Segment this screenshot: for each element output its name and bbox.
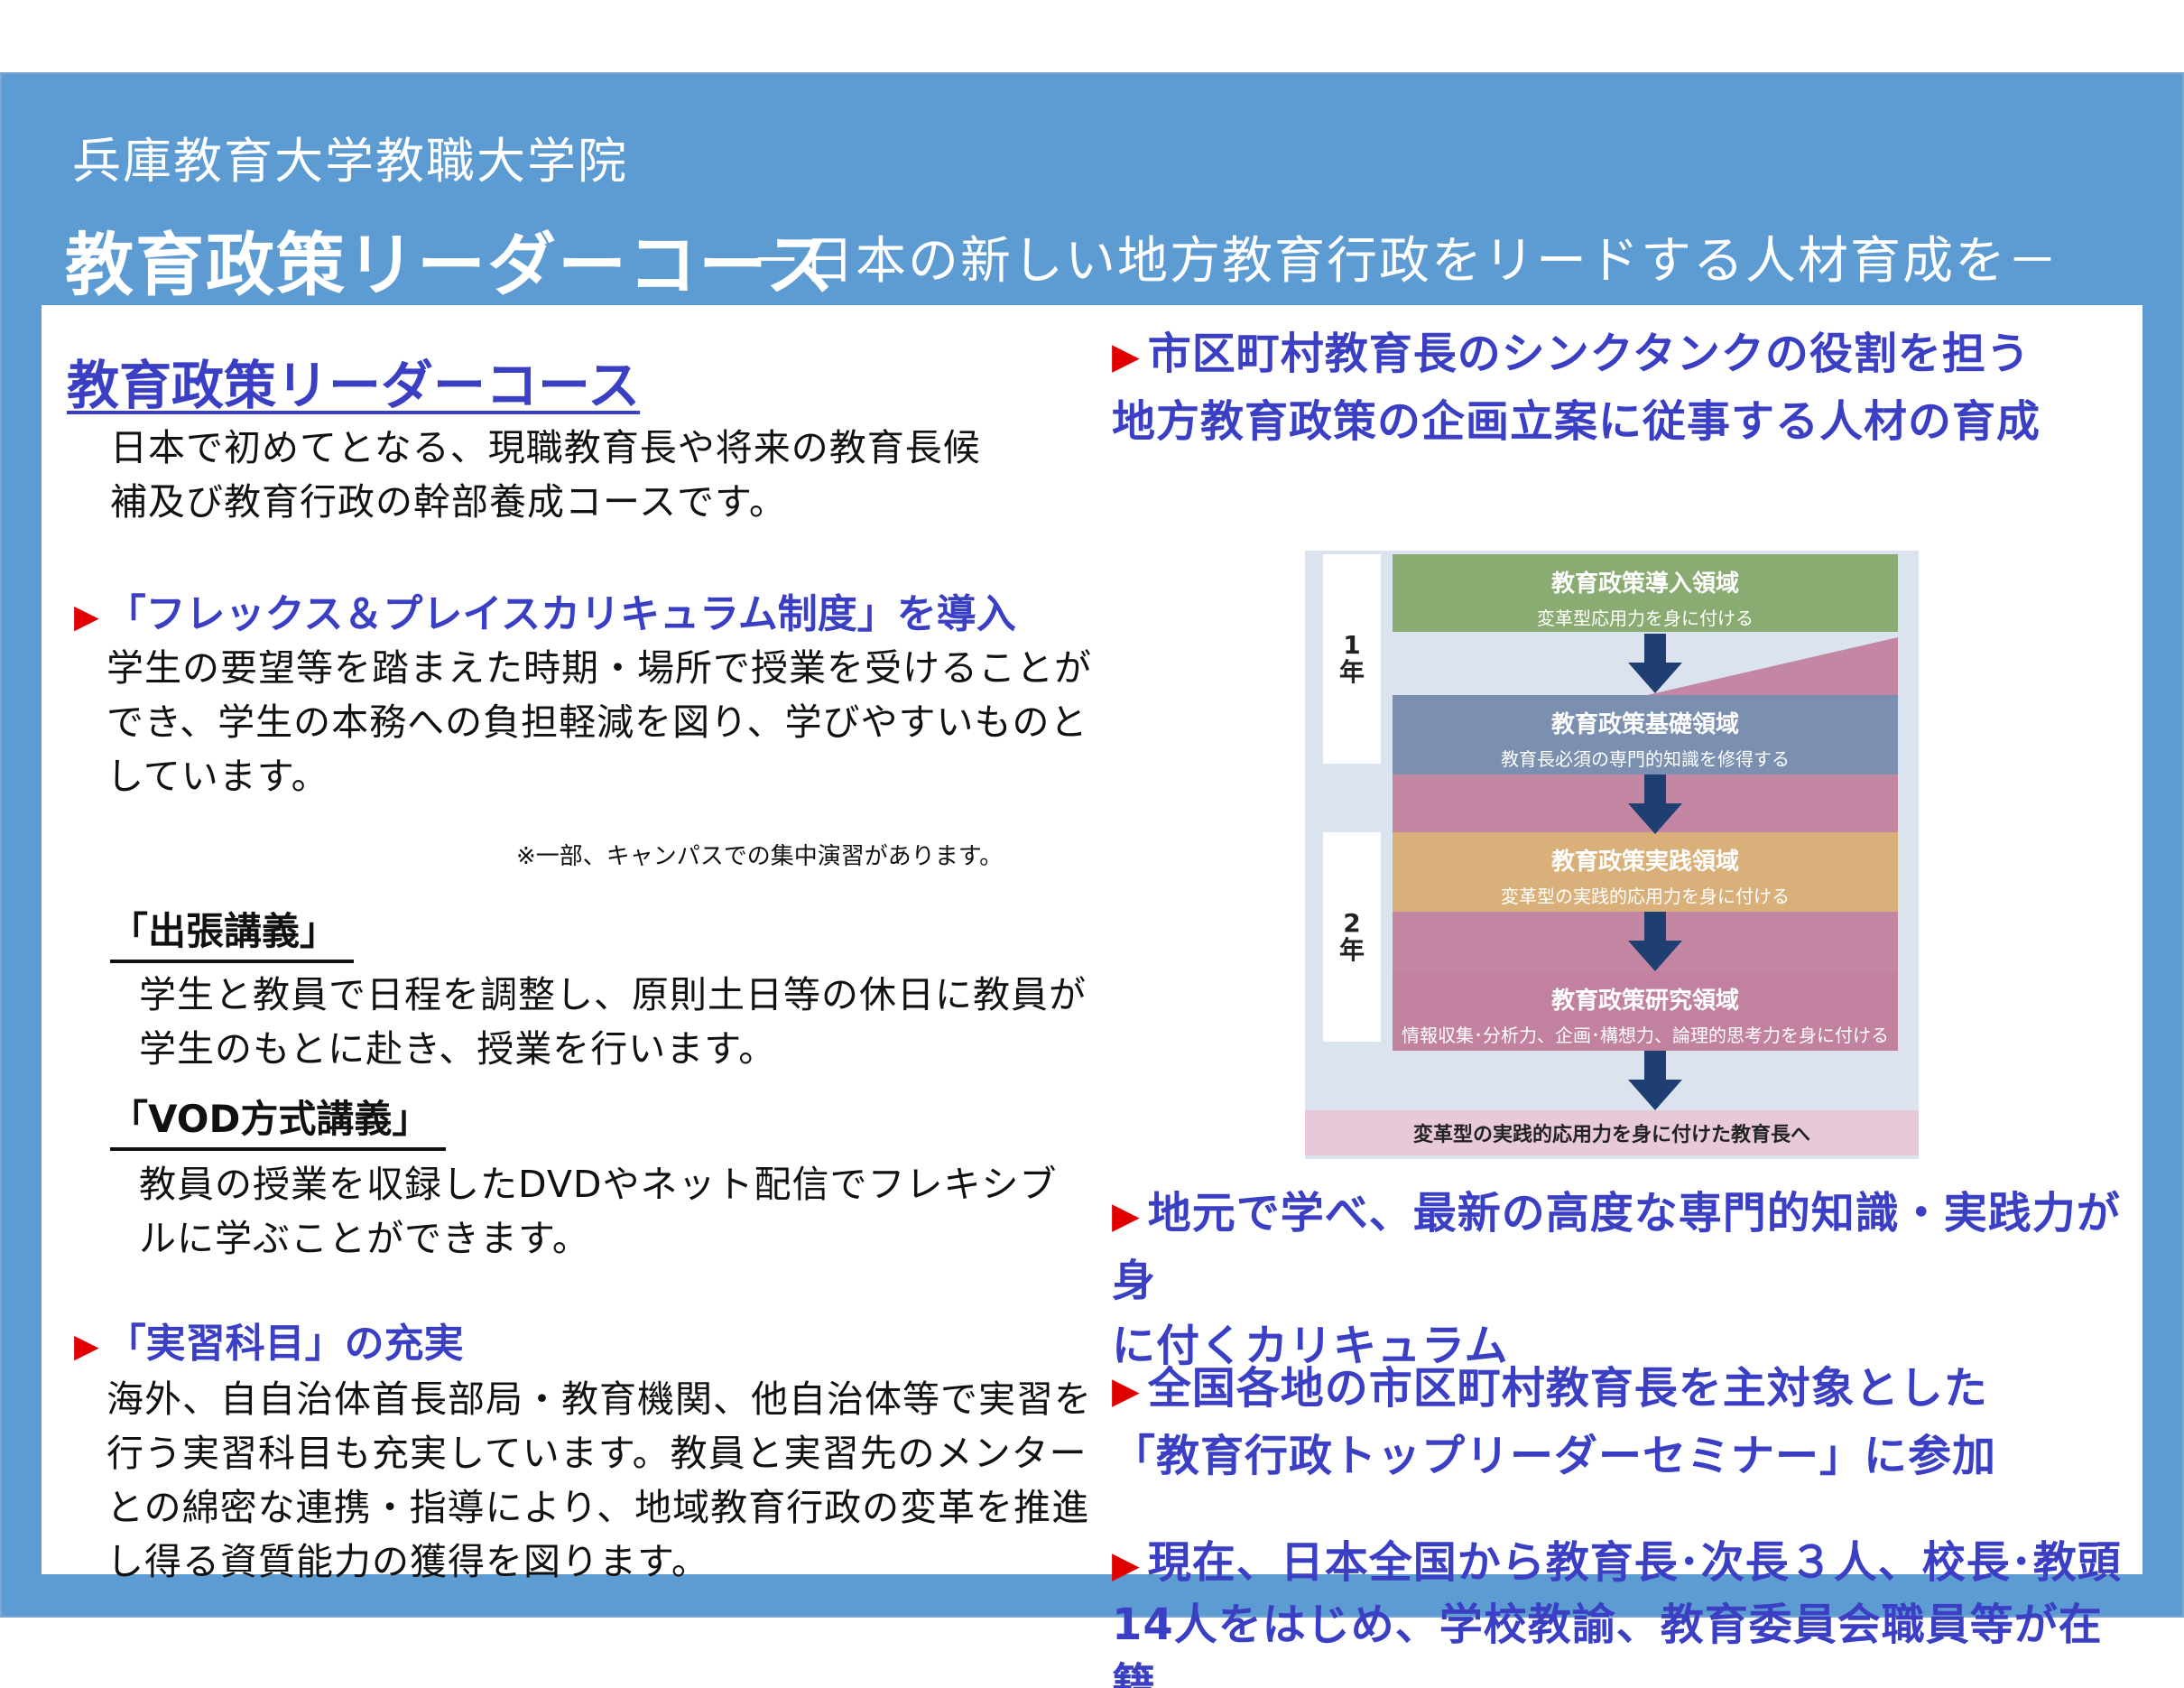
stage-title: 教育政策基礎領域	[1550, 711, 1739, 738]
year-number: 1	[1343, 630, 1361, 660]
feature-local-learning: ▶地元で学べ、最新の高度な専門的知識・実践力が身 に付くカリキュラム	[1112, 1181, 2142, 1378]
feature-line: 地方教育政策の企画立案に従事する人材の育成	[1112, 396, 2041, 447]
campus-note: ※一部、キャンパスでの集中演習があります。	[516, 843, 1004, 870]
text-line: 学生の要望等を踏まえた時期・場所で授業を受けることが	[106, 646, 1092, 690]
section-heading: 教育政策リーダーコース	[67, 355, 641, 416]
stage-title: 教育政策実践領域	[1550, 849, 1739, 876]
text-line: 学生と教員で日程を調整し、原則土日等の休日に教員が	[139, 973, 1087, 1016]
point-title: 「フレックス＆プレイスカリキュラム制度」を導入	[106, 591, 1016, 637]
text-line: との綿密な連携・指導により、地域教育行政の変革を推進	[106, 1486, 1090, 1529]
text-line: でき、学生の本務への負担軽減を図り、学びやすいものと	[106, 700, 1088, 744]
triangle-marker-icon: ▶	[1112, 1544, 1141, 1586]
feature-line: 地元で学べ、最新の高度な専門的知識・実践力が身	[1112, 1188, 2121, 1306]
triangle-marker-icon: ▶	[1112, 336, 1141, 377]
stage-title: 教育政策研究領域	[1550, 988, 1739, 1015]
header-frame: 兵庫教育大学教職大学院 教育政策リーダーコース －日本の新しい地方教育行政をリー…	[0, 72, 2184, 1688]
course-subtitle: －日本の新しい地方教育行政をリードする人材育成を－	[751, 232, 2059, 291]
stage-description: 変革型応用力を身に付ける	[1537, 607, 1754, 629]
stage-research: 教育政策研究領域 情報収集･分析力、企画･構想力、論理的思考力を身に付ける	[1393, 971, 1898, 1051]
feature-line: 現在、日本全国から教育長･次長３人、校長･教頭	[1147, 1537, 2122, 1588]
text-line: しています。	[106, 755, 329, 798]
down-arrow-icon	[1628, 634, 1682, 693]
year-2-label: 2 年	[1323, 832, 1381, 1042]
triangle-marker-icon: ▶	[74, 1328, 99, 1365]
onsite-text: 学生と教員で日程を調整し、原則土日等の休日に教員が 学生のもとに赴き、授業を行い…	[139, 968, 1087, 1076]
university-name: 兵庫教育大学教職大学院	[72, 133, 628, 190]
stage-foundation: 教育政策基礎領域 教育長必須の専門的知識を修得する	[1393, 695, 1898, 774]
point-practicum: ▶「実習科目」の充実	[74, 1311, 464, 1368]
feature-line: 「教育行政トップリーダーセミナー」に参加	[1112, 1431, 1997, 1481]
stage-introduction: 教育政策導入領域 変革型応用力を身に付ける	[1393, 554, 1898, 632]
text-line: 学生のもとに赴き、授業を行います。	[139, 1027, 777, 1071]
intro-line: 日本で初めてとなる、現職教育長や将来の教育長候	[110, 426, 981, 469]
year-number: 2	[1343, 908, 1361, 938]
feature-line: 市区町村教育長のシンクタンクの役割を担う	[1147, 329, 2031, 379]
flex-place-text: 学生の要望等を踏まえた時期・場所で授業を受けることが でき、学生の本務への負担軽…	[106, 641, 1092, 803]
content-panel: 教育政策リーダーコース 日本で初めてとなる、現職教育長や将来の教育長候 補及び教…	[42, 305, 2142, 1688]
course-title: 教育政策リーダーコース	[65, 225, 837, 305]
feature-enrollment: ▶現在、日本全国から教育長･次長３人、校長･教頭 14人をはじめ、学校教諭、教育…	[1112, 1533, 2142, 1688]
text-line: 行う実習科目も充実しています。教員と実習先のメンター	[106, 1432, 1087, 1475]
intro-text: 日本で初めてとなる、現職教育長や将来の教育長候 補及び教育行政の幹部養成コースで…	[110, 421, 981, 529]
point-title: 「実習科目」の充実	[106, 1321, 464, 1367]
vod-text: 教員の授業を収録したDVDやネット配信でフレキシブ ルに学ぶことができます。	[139, 1157, 1057, 1266]
down-arrow-icon	[1628, 912, 1682, 971]
feature-line: に付くカリキュラム	[1112, 1321, 1509, 1371]
triangle-marker-icon: ▶	[1112, 1370, 1141, 1412]
point-flex-place: ▶「フレックス＆プレイスカリキュラム制度」を導入	[74, 581, 1016, 639]
sub-heading-vod: 「VOD方式講義」	[110, 1089, 447, 1151]
down-arrow-icon	[1628, 774, 1682, 834]
text-line: 教員の授業を収録したDVDやネット配信でフレキシブ	[139, 1163, 1058, 1206]
stage-practice: 教育政策実践領域 変革型の実践的応用力を身に付ける	[1393, 832, 1898, 912]
year-unit: 年	[1338, 657, 1365, 687]
stage-description: 変革型の実践的応用力を身に付ける	[1501, 886, 1790, 907]
feature-line: 全国各地の市区町村教育長を主対象とした	[1147, 1363, 1988, 1414]
triangle-marker-icon: ▶	[74, 598, 99, 635]
feature-think-tank: ▶市区町村教育長のシンクタンクの役割を担う 地方教育政策の企画立案に従事する人材…	[1112, 321, 2041, 454]
stage-description: 情報収集･分析力、企画･構想力、論理的思考力を身に付ける	[1402, 1025, 1889, 1046]
text-line: し得る資質能力の獲得を図ります。	[106, 1540, 709, 1583]
intro-line: 補及び教育行政の幹部養成コースです。	[110, 480, 787, 524]
text-line: 海外、自自治体首長部局・教育機関、他自治体等で実習を	[106, 1377, 1092, 1421]
down-arrow-icon	[1628, 1051, 1682, 1110]
triangle-marker-icon: ▶	[1112, 1195, 1141, 1237]
feature-line: 14人をはじめ、学校教諭、教育委員会職員等が在籍	[1112, 1600, 2103, 1688]
text-line: ルに学ぶことができます。	[139, 1217, 590, 1260]
curriculum-flow-diagram: 1 年 2 年 教育政策導入領域 変革型応用力を身に付ける 教育政策基礎領域 教…	[1305, 551, 1919, 1159]
year-1-label: 1 年	[1323, 554, 1381, 764]
year-unit: 年	[1338, 935, 1365, 965]
stage-title: 教育政策導入領域	[1550, 570, 1739, 598]
stage-description: 教育長必須の専門的知識を修得する	[1501, 748, 1790, 770]
sub-heading-onsite: 「出張講義」	[110, 901, 355, 963]
goal-banner: 変革型の実践的応用力を身に付けた教育長へ	[1305, 1110, 1919, 1155]
practicum-text: 海外、自自治体首長部局・教育機関、他自治体等で実習を 行う実習科目も充実していま…	[106, 1372, 1092, 1589]
feature-seminar: ▶全国各地の市区町村教育長を主対象とした 「教育行政トップリーダーセミナー」に参…	[1112, 1356, 1996, 1489]
